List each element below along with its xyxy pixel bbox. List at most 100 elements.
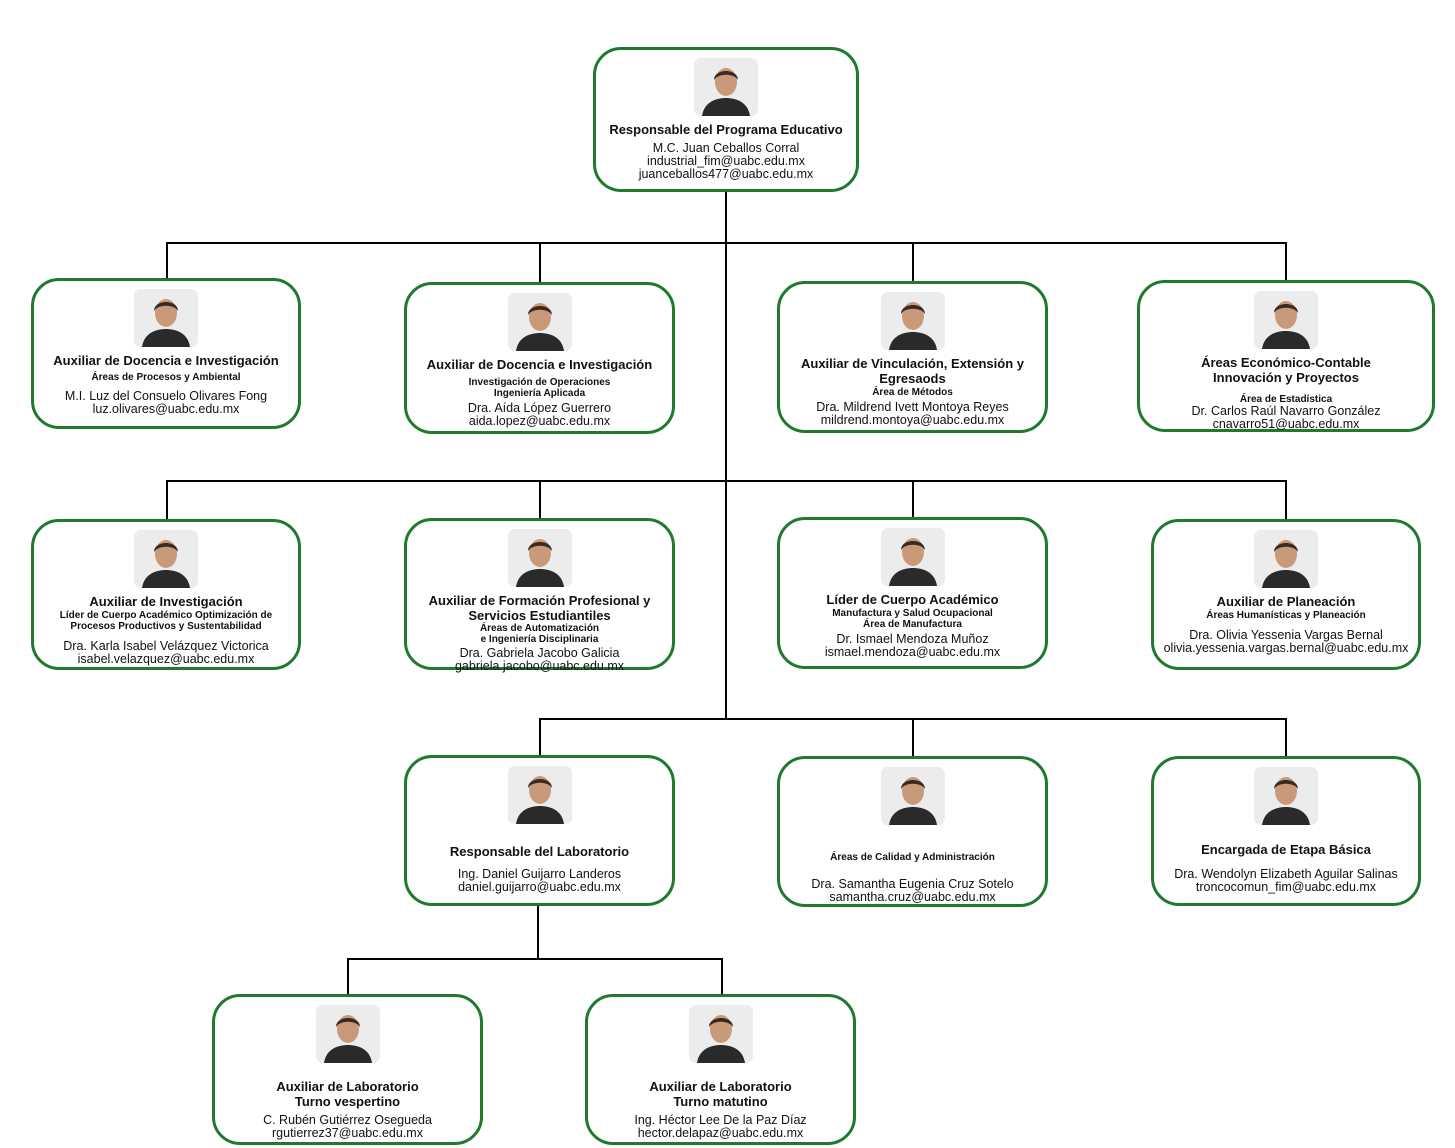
email: juanceballos477@uabc.edu.mx (638, 167, 814, 181)
card-title: Auxiliar de Formación Profesional y (428, 593, 651, 608)
person-name: Dra. Mildrend Ivett Montoya Reyes (816, 400, 1009, 414)
card-subtitle: Área de Manufactura (863, 619, 962, 630)
person-name: C. Rubén Gutiérrez Osegueda (263, 1113, 432, 1127)
card-title: Turno vespertino (294, 1094, 401, 1109)
connector-line (347, 958, 723, 960)
card-responsable-laboratorio: Responsable del Laboratorio Ing. Daniel … (404, 755, 675, 906)
person-name: M.I. Luz del Consuelo Olivares Fong (64, 389, 268, 403)
card-title: Encargada de Etapa Básica (1201, 842, 1371, 857)
person-name: Ing. Héctor Lee De la Paz Díaz (634, 1113, 807, 1127)
connector-line (166, 242, 1287, 244)
email: gabriela.jacobo@uabc.edu.mx (454, 659, 625, 673)
connector-line (1285, 480, 1287, 520)
avatar (507, 529, 572, 587)
card-title: Auxiliar de Vinculación, Extensión y (801, 356, 1024, 371)
avatar (880, 767, 945, 825)
card-title: Servicios Estudiantiles (468, 608, 611, 623)
card-subtitle: Áreas de Automatización (479, 623, 600, 634)
card-subtitle: Áreas de Calidad y Administración (830, 852, 995, 863)
avatar (694, 58, 758, 116)
card-lider-cuerpo-academico: Líder de Cuerpo Académico Manufactura y … (777, 517, 1048, 669)
avatar (1254, 291, 1318, 349)
card-auxiliar-vinculacion: Auxiliar de Vinculación, Extensión y Egr… (777, 281, 1048, 433)
person-name: Dra. Aída López Guerrero (467, 401, 612, 415)
card-title: Responsable del Laboratorio (449, 844, 630, 859)
card-auxiliar-docencia-2: Auxiliar de Docencia e Investigación Inv… (404, 282, 675, 434)
card-areas-calidad: Áreas de Calidad y Administración Dra. S… (777, 756, 1048, 907)
email: daniel.guijarro@uabc.edu.mx (458, 880, 621, 894)
email: troncocomun_fim@uabc.edu.mx (1195, 880, 1377, 894)
card-subtitle: Procesos Productivos y Sustentabilidad (70, 621, 262, 632)
card-auxiliar-formacion: Auxiliar de Formación Profesional y Serv… (404, 518, 675, 673)
person-name: Dr. Ismael Mendoza Muñoz (836, 632, 989, 646)
card-auxiliar-investigacion: Auxiliar de Investigación Líder de Cuerp… (31, 519, 301, 670)
person-name: Dra. Wendolyn Elizabeth Aguilar Salinas (1174, 867, 1398, 881)
card-title: Auxiliar de Investigación (89, 594, 243, 609)
card-title: Innovación y Proyectos (1213, 370, 1359, 385)
person-name: M.C. Juan Ceballos Corral (652, 141, 800, 155)
email: luz.olivares@uabc.edu.mx (92, 402, 240, 416)
card-subtitle: Investigación de Operaciones (468, 377, 611, 388)
card-subtitle: Líder de Cuerpo Académico Optimización d… (59, 610, 273, 621)
card-title: Áreas Económico-Contable (1201, 355, 1371, 370)
email: olivia.yessenia.vargas.bernal@uabc.edu.m… (1163, 641, 1409, 655)
card-title: Turno matutino (673, 1094, 768, 1109)
person-name: Dra. Karla Isabel Velázquez Victorica (63, 639, 269, 653)
connector-line (1285, 718, 1287, 757)
avatar (1254, 767, 1318, 825)
connector-line (912, 718, 914, 757)
card-areas-economico: Áreas Económico-Contable Innovación y Pr… (1137, 280, 1435, 432)
avatar (880, 292, 945, 350)
connector-line (725, 191, 727, 719)
email: mildrend.montoya@uabc.edu.mx (820, 413, 1005, 427)
email: cnavarro51@uabc.edu.mx (1212, 417, 1360, 431)
person-name: Dra. Gabriela Jacobo Galicia (459, 646, 620, 660)
connector-line (539, 718, 541, 756)
connector-line (347, 958, 349, 995)
card-responsable-programa: Responsable del Programa Educativo M.C. … (593, 47, 859, 192)
email: rgutierrez37@uabc.edu.mx (272, 1126, 423, 1140)
card-title: Auxiliar de Laboratorio (276, 1079, 419, 1094)
card-title: Auxiliar de Planeación (1216, 594, 1356, 609)
card-auxiliar-laboratorio-vespertino: Auxiliar de Laboratorio Turno vespertino… (212, 994, 483, 1145)
card-title: Egresaods (879, 371, 946, 386)
avatar (507, 293, 572, 351)
avatar (688, 1005, 753, 1063)
connector-line (537, 905, 539, 959)
card-subtitle: Manufactura y Salud Ocupacional (832, 608, 993, 619)
card-subtitle: Áreas Humanísticas y Planeación (1206, 610, 1366, 621)
person-name: Dra. Samantha Eugenia Cruz Sotelo (811, 877, 1014, 891)
email: samantha.cruz@uabc.edu.mx (829, 890, 996, 904)
card-subtitle: Áreas de Procesos y Ambiental (91, 372, 241, 383)
connector-line (912, 242, 914, 282)
connector-line (539, 480, 541, 519)
email: aida.lopez@uabc.edu.mx (468, 414, 611, 428)
connector-line (912, 480, 914, 518)
avatar (507, 766, 572, 824)
card-subtitle: Área de Métodos (872, 387, 953, 398)
card-title: Auxiliar de Laboratorio (649, 1079, 792, 1094)
avatar (1254, 530, 1318, 588)
connector-line (166, 480, 1287, 482)
avatar (134, 289, 198, 347)
card-title: Responsable del Programa Educativo (609, 122, 843, 137)
card-title: Auxiliar de Docencia e Investigación (426, 357, 653, 372)
card-subtitle: Ingeniería Aplicada (493, 388, 586, 399)
email: hector.delapaz@uabc.edu.mx (637, 1126, 804, 1140)
card-auxiliar-planeacion: Auxiliar de Planeación Áreas Humanística… (1151, 519, 1421, 670)
person-name: Dr. Carlos Raúl Navarro González (1191, 404, 1381, 418)
card-encargada-etapa-basica: Encargada de Etapa Básica Dra. Wendolyn … (1151, 756, 1421, 906)
connector-line (1285, 242, 1287, 281)
connector-line (721, 958, 723, 995)
email: isabel.velazquez@uabc.edu.mx (77, 652, 255, 666)
email: industrial_fim@uabc.edu.mx (647, 154, 805, 168)
card-subtitle: e Ingeniería Disciplinaria (480, 634, 599, 645)
card-title: Auxiliar de Docencia e Investigación (53, 353, 279, 368)
avatar (880, 528, 945, 586)
connector-line (539, 242, 541, 283)
email: ismael.mendoza@uabc.edu.mx (824, 645, 1001, 659)
connector-line (166, 242, 168, 279)
card-auxiliar-docencia-1: Auxiliar de Docencia e Investigación Áre… (31, 278, 301, 429)
avatar (134, 530, 198, 588)
card-title: Líder de Cuerpo Académico (826, 592, 999, 607)
